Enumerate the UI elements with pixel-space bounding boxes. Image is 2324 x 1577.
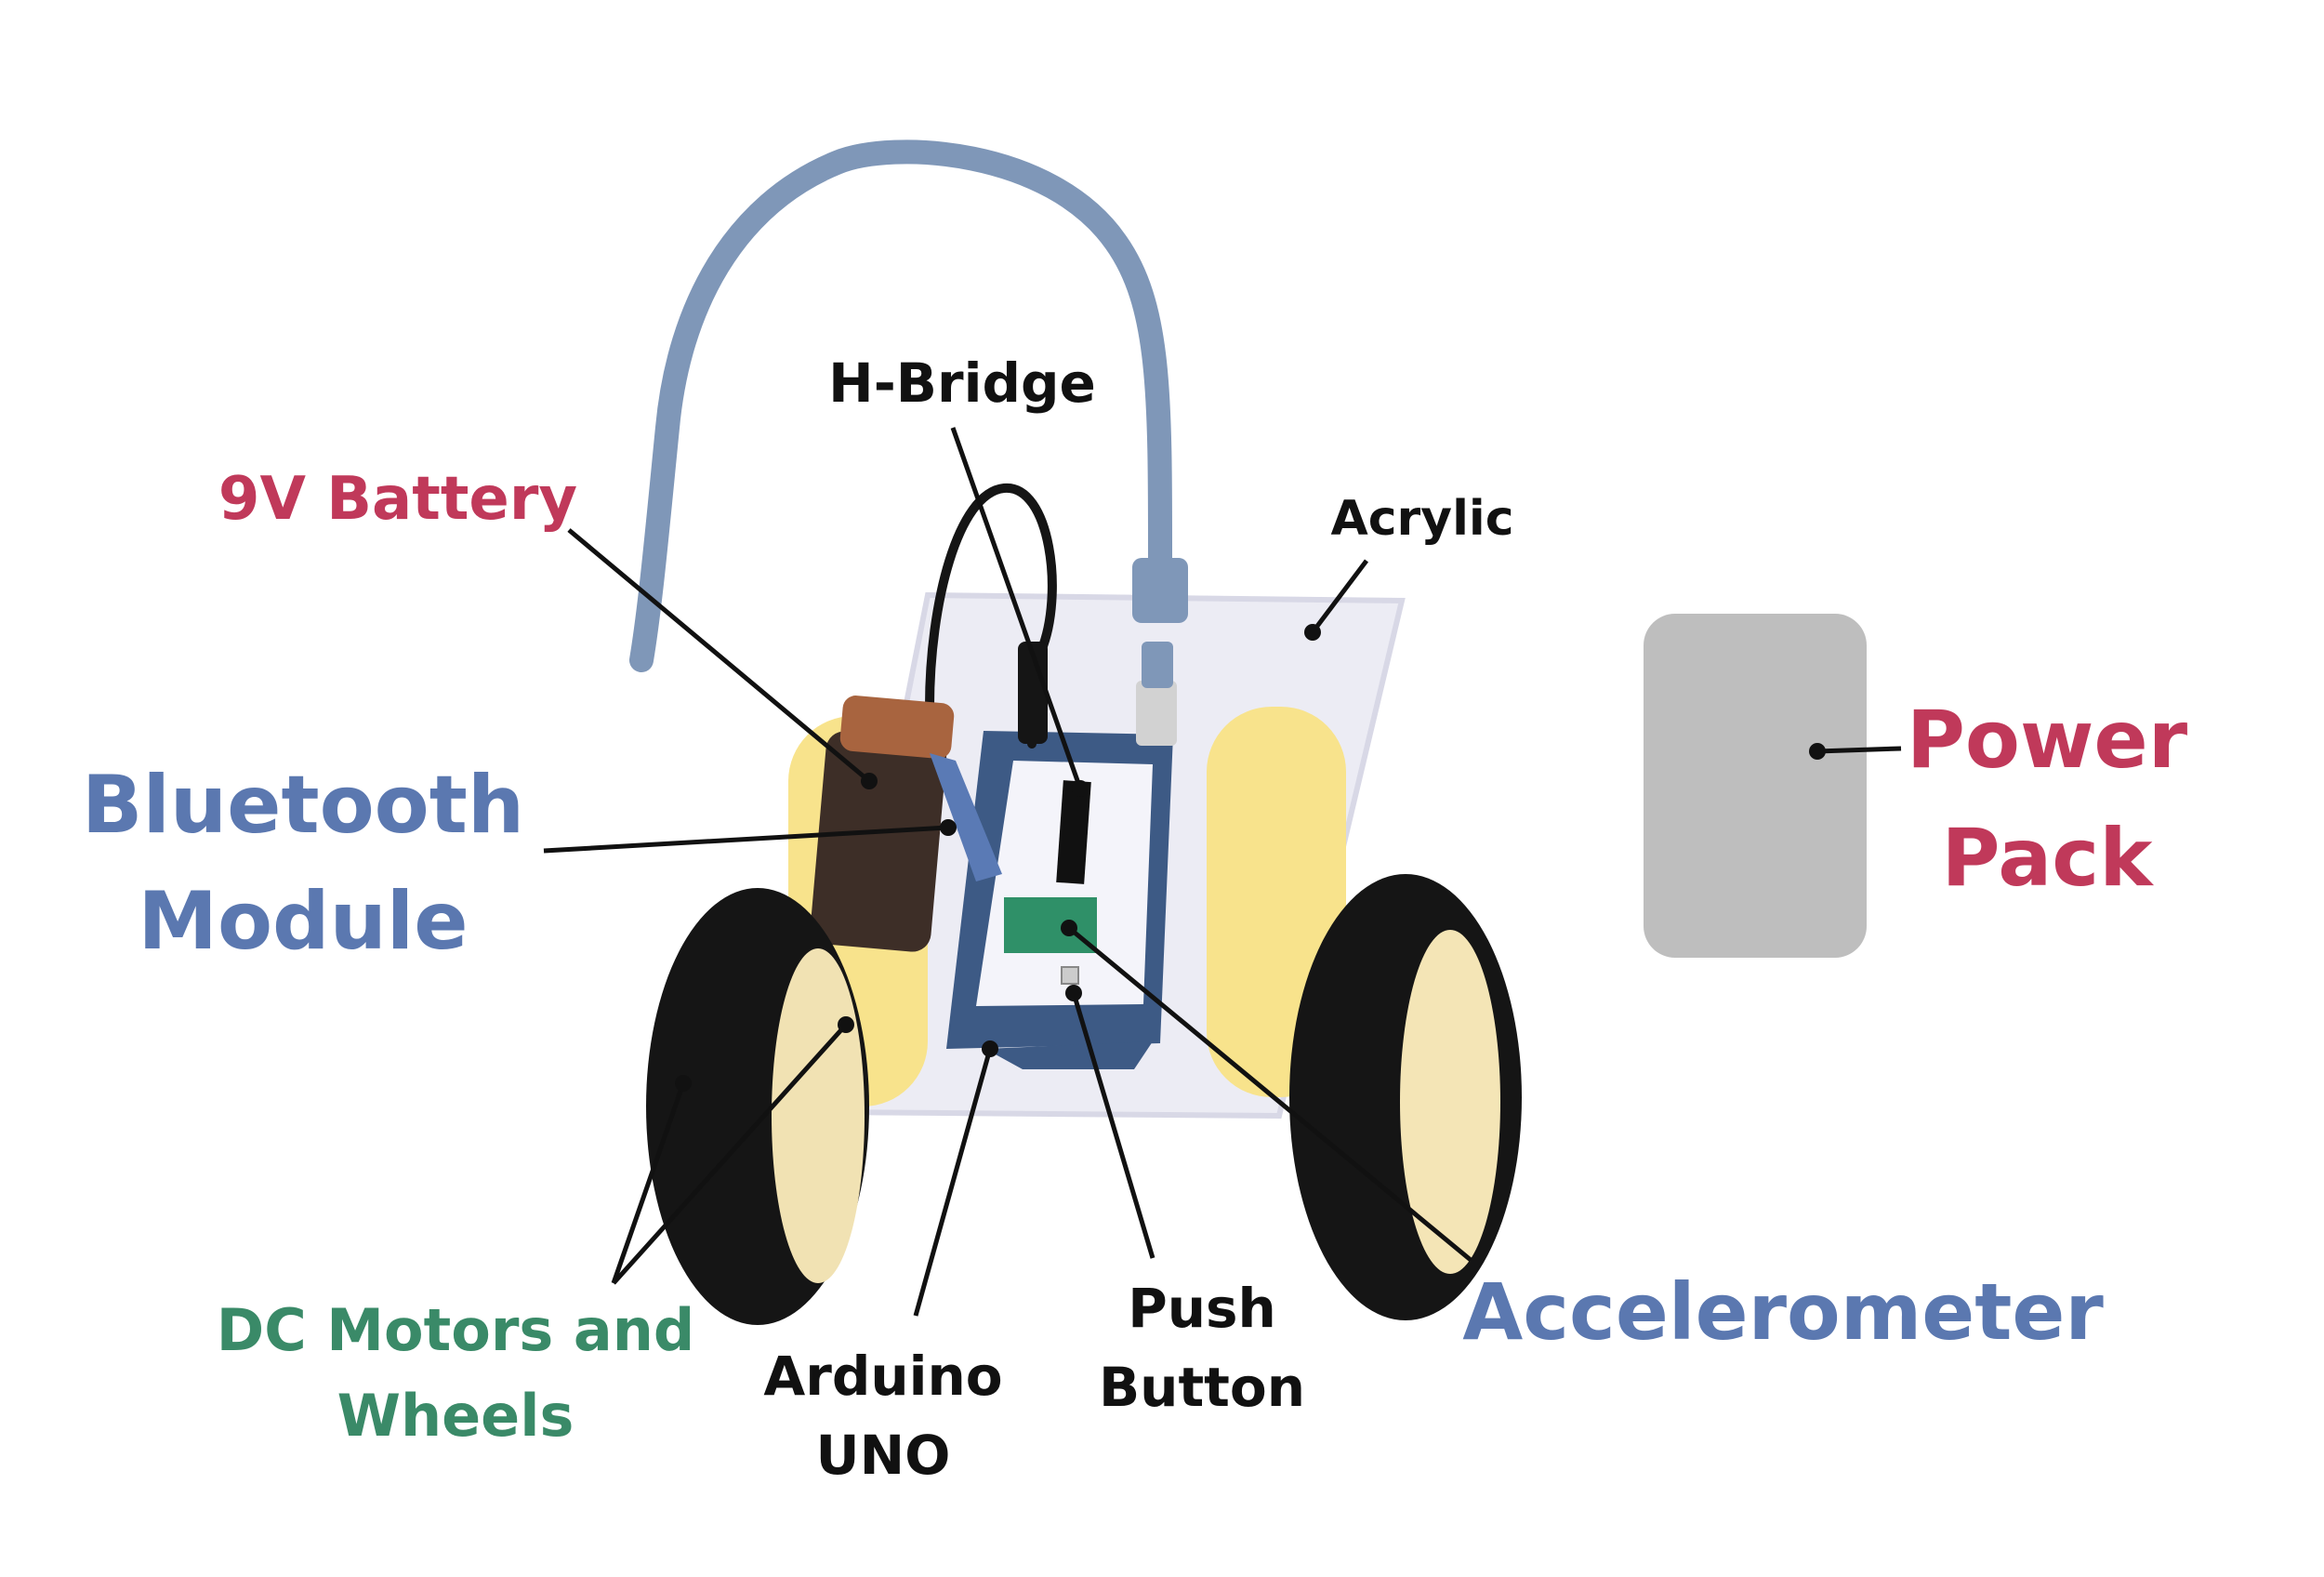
power-pack-connector xyxy=(1132,558,1188,623)
accelerometer-chip xyxy=(1004,897,1097,953)
label-bluetooth-line2: Module xyxy=(138,875,468,968)
battery-wire xyxy=(925,483,1057,749)
label-hbridge: H-Bridge xyxy=(828,351,1096,415)
anchor-hbridge xyxy=(1072,780,1089,797)
label-acrylic: Acrylic xyxy=(1330,491,1513,547)
leader-motors-b xyxy=(612,1023,848,1285)
battery-cap xyxy=(839,696,955,759)
label-motors-line1: DC Motors and xyxy=(217,1296,695,1364)
bluetooth-module xyxy=(930,753,1002,881)
power-pack xyxy=(1644,614,1867,958)
label-power-line2: Pack xyxy=(1942,812,2155,905)
anchor-button xyxy=(1065,985,1082,1001)
anchor-acrylic xyxy=(1304,624,1321,641)
usb-plug xyxy=(1142,642,1173,688)
leader-lines xyxy=(543,427,1902,1317)
leader-arduino xyxy=(913,1048,993,1317)
leader-bluetooth xyxy=(543,825,949,854)
anchor-accelerometer xyxy=(1061,920,1077,936)
anchor-motors-a xyxy=(675,1075,692,1092)
label-arduino-line1: Arduino xyxy=(763,1345,1002,1408)
leader-hbridge xyxy=(950,427,1083,789)
anchor-power xyxy=(1809,743,1826,760)
anchor-motors-b xyxy=(838,1016,854,1033)
left-wheel-hub xyxy=(772,948,865,1283)
battery-body xyxy=(810,731,947,952)
label-power-line1: Power xyxy=(1907,694,2188,787)
wire-connector xyxy=(1018,642,1048,744)
leader-accelerometer xyxy=(1067,926,1472,1262)
push-button-part xyxy=(1061,966,1079,985)
usb-cable xyxy=(629,139,1173,672)
leader-motors-a xyxy=(611,1082,686,1284)
label-button-line2: Button xyxy=(1099,1356,1305,1419)
label-accelerometer: Accelerometer xyxy=(1462,1266,2104,1358)
usb-plug-collar xyxy=(1136,681,1177,746)
right-wheel-hub xyxy=(1400,930,1500,1274)
label-bluetooth-line1: Bluetooth xyxy=(82,759,524,852)
arduino-board-bottom-notch xyxy=(985,1041,1153,1069)
leader-button xyxy=(1071,992,1155,1259)
label-arduino-line2: UNO xyxy=(816,1424,951,1487)
label-button-line1: Push xyxy=(1128,1277,1276,1340)
label-motors-line2: Wheels xyxy=(337,1382,574,1450)
label-battery: 9V Battery xyxy=(218,465,577,534)
leader-power xyxy=(1816,746,1902,754)
anchor-arduino xyxy=(982,1040,998,1057)
leader-acrylic xyxy=(1311,559,1368,634)
anchor-battery xyxy=(861,773,878,789)
leader-battery xyxy=(567,528,871,783)
hbridge-chip xyxy=(1056,780,1091,884)
anchor-dots xyxy=(675,624,1826,1092)
anchor-bluetooth xyxy=(940,819,957,836)
